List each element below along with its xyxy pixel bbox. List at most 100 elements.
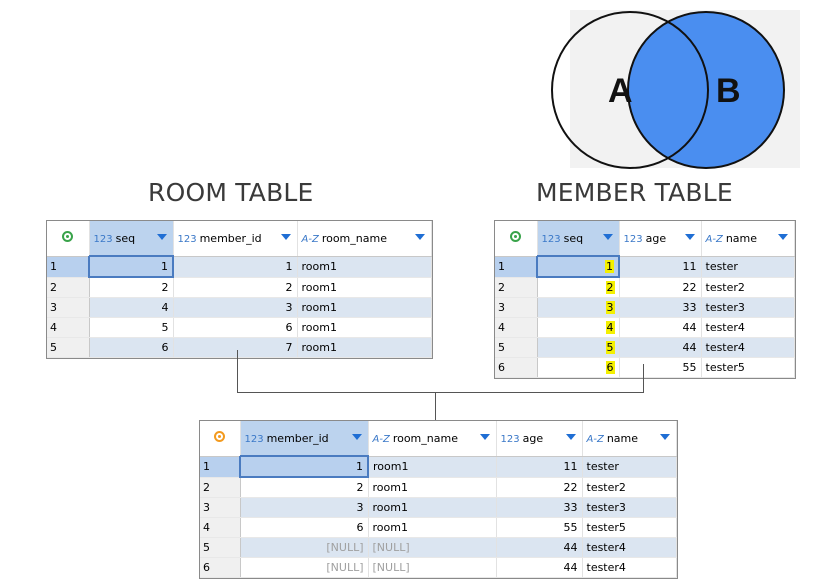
cell-name[interactable]: tester5 [582,517,677,538]
cell-age[interactable]: 55 [619,357,702,378]
filter-icon[interactable] [565,434,576,440]
cell-room-name[interactable]: room1 [297,297,432,318]
cell-age[interactable]: 44 [496,537,583,558]
row-number[interactable]: 5 [200,537,241,558]
cell-room-name[interactable]: room1 [297,277,432,298]
filter-icon[interactable] [156,234,167,240]
table-row[interactable]: 5 6 7 room1 [47,337,432,358]
row-number[interactable]: 4 [495,317,538,338]
table-row[interactable]: 2 2 22 tester2 [495,277,795,298]
cell-seq[interactable]: 2 [537,277,620,298]
table-row[interactable]: 1 1 11 tester [495,255,795,278]
cell-age[interactable]: 55 [496,517,583,538]
cell-name[interactable]: tester2 [701,277,795,298]
cell-member-id[interactable]: [NULL] [240,537,369,558]
grid-corner[interactable] [495,221,538,257]
cell-room-name[interactable]: room1 [297,317,432,338]
grid-corner[interactable] [200,421,241,457]
filter-icon[interactable] [415,234,425,240]
cell-name[interactable]: tester5 [701,357,795,378]
cell-name[interactable]: tester3 [582,497,677,518]
cell-member-id[interactable]: 6 [240,517,369,538]
cell-member-id[interactable]: 3 [173,297,298,318]
cell-age[interactable]: 11 [496,456,583,478]
cell-seq[interactable]: 3 [537,297,620,318]
cell-room-name[interactable]: [NULL] [368,557,497,578]
filter-icon[interactable] [351,434,362,440]
grid-corner[interactable] [47,221,90,257]
cell-name[interactable]: tester [701,256,795,278]
row-number[interactable]: 2 [495,277,538,298]
filter-icon[interactable] [660,434,670,440]
filter-icon[interactable] [684,234,695,240]
cell-room-name[interactable]: room1 [368,497,497,518]
cell-member-id[interactable]: 6 [173,317,298,338]
table-row[interactable]: 2 2 room1 22 tester2 [200,477,677,498]
row-number[interactable]: 6 [200,557,241,578]
row-number[interactable]: 4 [200,517,241,538]
table-row[interactable]: 3 4 3 room1 [47,297,432,318]
cell-name[interactable]: tester4 [701,317,795,338]
cell-member-id[interactable]: 2 [240,477,369,498]
cell-room-name[interactable]: room1 [297,256,432,278]
table-row[interactable]: 4 5 6 room1 [47,317,432,338]
row-number[interactable]: 5 [495,337,538,358]
table-row[interactable]: 3 3 room1 33 tester3 [200,497,677,518]
row-number[interactable]: 3 [495,297,538,318]
cell-name[interactable]: tester3 [701,297,795,318]
cell-member-id[interactable]: 3 [240,497,369,518]
cell-seq[interactable]: 4 [89,297,174,318]
cell-member-id[interactable]: 1 [173,256,298,278]
cell-member-id[interactable]: 1 [239,455,369,478]
table-row[interactable]: 5 5 44 tester4 [495,337,795,358]
cell-age[interactable]: 33 [619,297,702,318]
cell-name[interactable]: tester2 [582,477,677,498]
cell-seq[interactable]: 1 [536,255,620,278]
row-number[interactable]: 1 [47,256,90,278]
cell-room-name[interactable]: room1 [368,477,497,498]
cell-member-id[interactable]: 2 [173,277,298,298]
cell-seq[interactable]: 5 [537,337,620,358]
cell-name[interactable]: tester4 [582,537,677,558]
row-number[interactable]: 5 [47,337,90,358]
table-row[interactable]: 1 1 room1 11 tester [200,455,677,478]
cell-member-id[interactable]: 7 [173,337,298,358]
filter-icon[interactable] [602,234,613,240]
cell-seq[interactable]: 2 [89,277,174,298]
cell-age[interactable]: 22 [619,277,702,298]
cell-age[interactable]: 44 [619,337,702,358]
table-row[interactable]: 6 [NULL] [NULL] 44 tester4 [200,557,677,578]
cell-age[interactable]: 44 [619,317,702,338]
table-row[interactable]: 6 6 55 tester5 [495,357,795,378]
cell-age[interactable]: 33 [496,497,583,518]
cell-seq[interactable]: 5 [89,317,174,338]
row-number[interactable]: 2 [47,277,90,298]
row-number[interactable]: 1 [495,256,538,278]
table-row[interactable]: 4 6 room1 55 tester5 [200,517,677,538]
cell-name[interactable]: tester [582,456,677,478]
row-number[interactable]: 4 [47,317,90,338]
filter-icon[interactable] [280,234,291,240]
cell-room-name[interactable]: room1 [297,337,432,358]
row-number[interactable]: 3 [200,497,241,518]
cell-seq[interactable]: 6 [89,337,174,358]
table-row[interactable]: 5 [NULL] [NULL] 44 tester4 [200,537,677,558]
table-row[interactable]: 1 1 1 room1 [47,255,432,278]
row-number[interactable]: 2 [200,477,241,498]
table-row[interactable]: 3 3 33 tester3 [495,297,795,318]
cell-room-name[interactable]: room1 [368,456,497,478]
cell-seq[interactable]: 4 [537,317,620,338]
cell-age[interactable]: 11 [619,256,702,278]
cell-seq[interactable]: 1 [88,255,174,278]
cell-name[interactable]: tester4 [701,337,795,358]
filter-icon[interactable] [778,234,788,240]
